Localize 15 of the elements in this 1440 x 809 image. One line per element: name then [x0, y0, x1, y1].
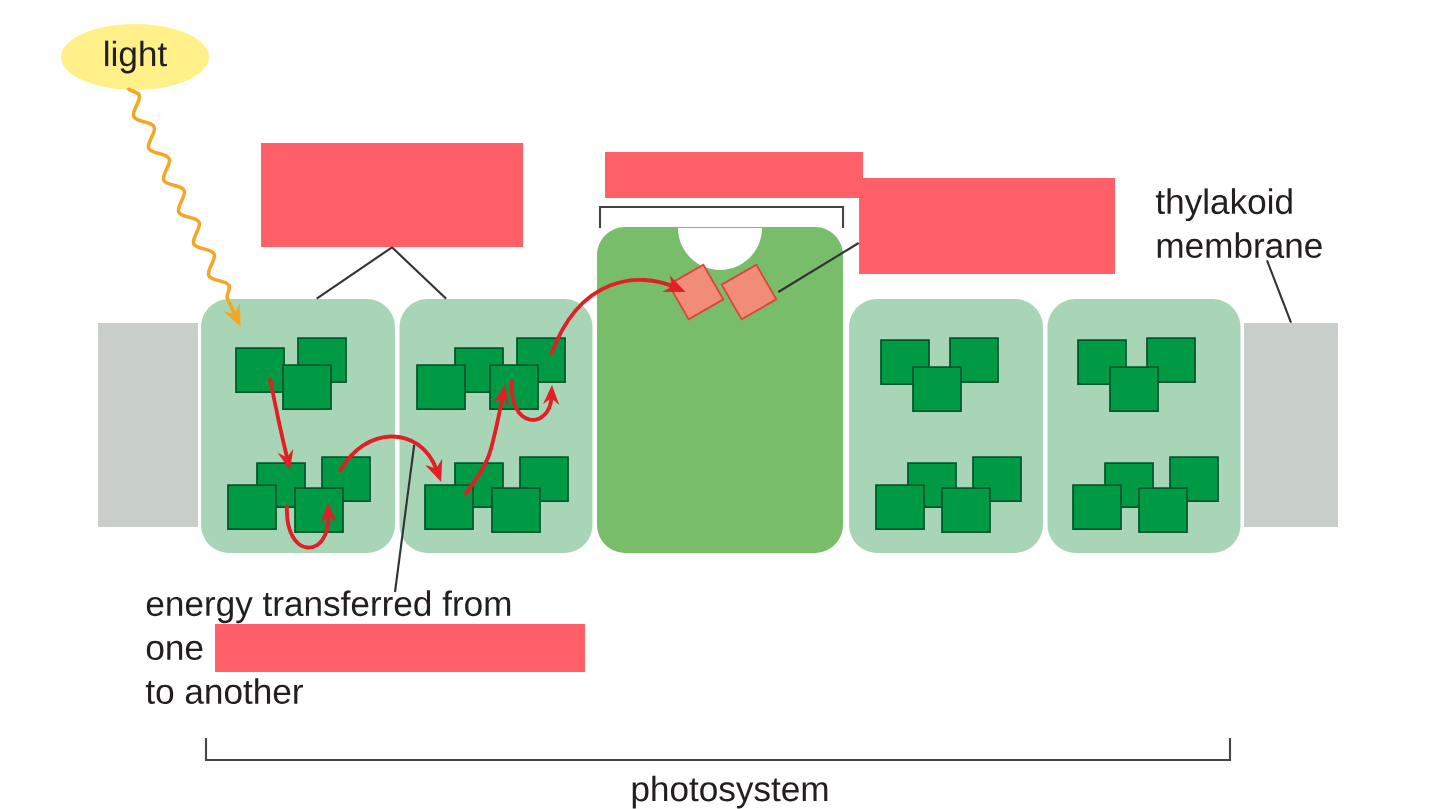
leader-line [1266, 260, 1292, 324]
membrane-segment [98, 323, 198, 527]
redaction-block [859, 178, 1115, 274]
leader-line [316, 246, 393, 300]
redaction-block [261, 143, 523, 247]
membrane-segment [1244, 323, 1338, 527]
transfer-label: energy transferred from one to another [145, 590, 511, 704]
special-pair [667, 263, 778, 321]
bracket-label: photosystem [632, 775, 828, 809]
leader-line [391, 246, 447, 300]
reaction-center [597, 227, 843, 553]
membrane-label: thylakoid membrane [1155, 188, 1322, 259]
redaction-block [605, 152, 863, 198]
redaction-block [215, 624, 585, 672]
leader-line [393, 444, 416, 593]
